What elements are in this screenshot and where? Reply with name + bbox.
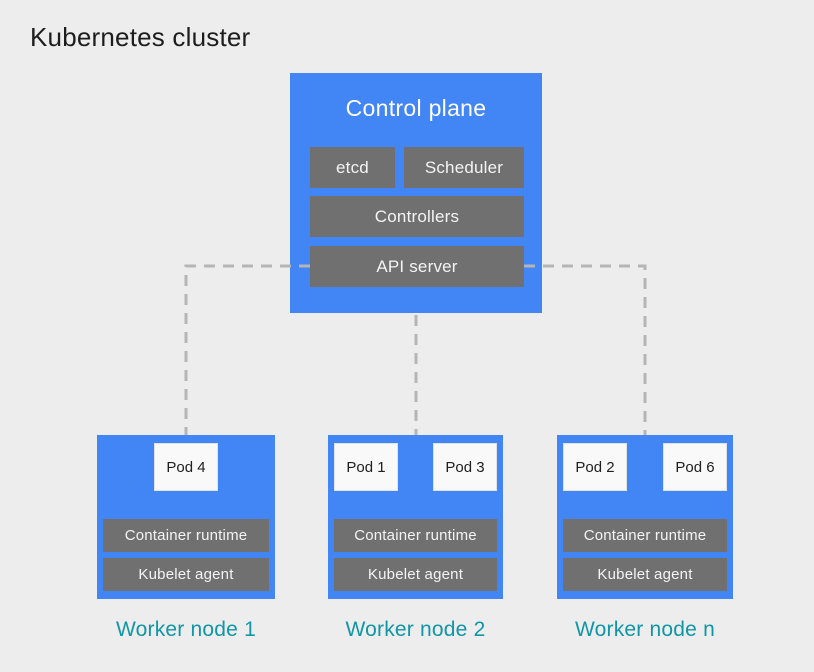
container-runtime-box: Container runtime [563, 519, 727, 552]
kubelet-agent-box: Kubelet agent [334, 558, 497, 591]
scheduler-box: Scheduler [404, 147, 524, 188]
pod-box: Pod 1 [334, 443, 398, 491]
worker-node-1-label: Worker node 1 [116, 618, 256, 641]
worker-node-2-box: Pod 1 Pod 3 Container runtime Kubelet ag… [328, 435, 503, 599]
etcd-box: etcd [310, 147, 395, 188]
api-server-box: API server [310, 246, 524, 287]
control-plane-box: Control plane etcd Scheduler Controllers… [290, 73, 542, 313]
controllers-box: Controllers [310, 196, 524, 237]
kubelet-agent-box: Kubelet agent [563, 558, 727, 591]
kubelet-agent-box: Kubelet agent [103, 558, 269, 591]
control-plane-row-1: etcd Scheduler [310, 147, 524, 188]
worker-node-2-pods: Pod 1 Pod 3 [334, 443, 497, 491]
worker-node-n-pods: Pod 2 Pod 6 [563, 443, 727, 491]
worker-node-1-pods: Pod 4 [103, 443, 269, 491]
pod-box: Pod 6 [663, 443, 727, 491]
worker-node-n-label: Worker node n [575, 618, 715, 641]
container-runtime-box: Container runtime [103, 519, 269, 552]
pod-box: Pod 3 [433, 443, 497, 491]
worker-node-1-box: Pod 4 Container runtime Kubelet agent [97, 435, 275, 599]
diagram-title: Kubernetes cluster [30, 22, 251, 52]
connector-right [524, 264, 647, 435]
worker-node-2-label: Worker node 2 [345, 618, 486, 641]
pod-box: Pod 2 [563, 443, 627, 491]
pod-box: Pod 4 [154, 443, 218, 491]
control-plane-title: Control plane [345, 95, 487, 121]
container-runtime-box: Container runtime [334, 519, 497, 552]
worker-node-n-box: Pod 2 Pod 6 Container runtime Kubelet ag… [557, 435, 733, 599]
